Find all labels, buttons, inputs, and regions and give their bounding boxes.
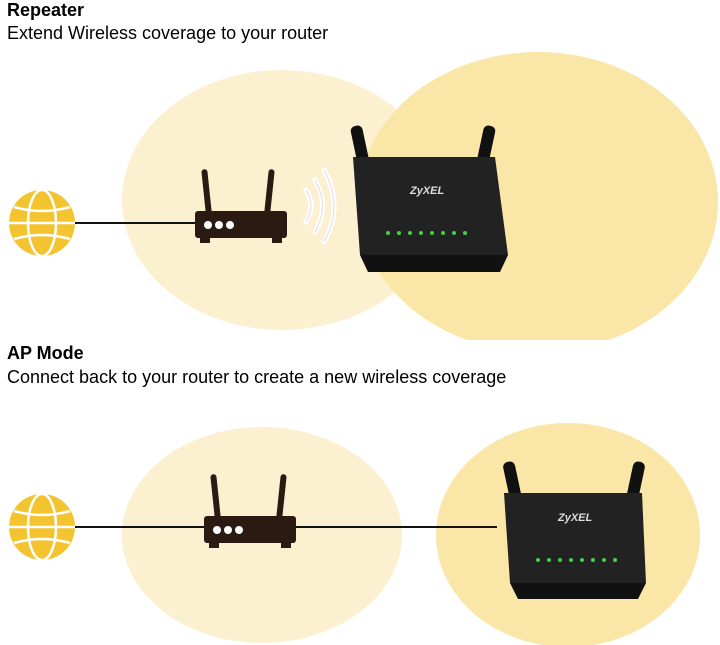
router-icon [195,169,287,243]
zyxel-router [350,125,508,272]
repeater-section: Repeater Extend Wireless coverage to you… [7,0,718,340]
repeater-diagram [9,52,718,340]
ap-mode-section: AP Mode Connect back to your router to c… [0,340,720,645]
router-icon [204,474,296,548]
globe-icon [9,188,75,258]
repeater-title: Repeater [7,0,85,20]
repeater-subtitle: Extend Wireless coverage to your router [7,23,329,43]
globe-icon [9,492,75,562]
repeater-router-brand: ZyXEL [410,185,445,197]
zyxel-router [503,461,646,599]
ap-mode-diagram [9,423,700,645]
ap-mode-title: AP Mode [7,343,84,363]
ap-mode-subtitle: Connect back to your router to create a … [7,367,507,387]
ap-router-brand: ZyXEL [558,512,593,524]
